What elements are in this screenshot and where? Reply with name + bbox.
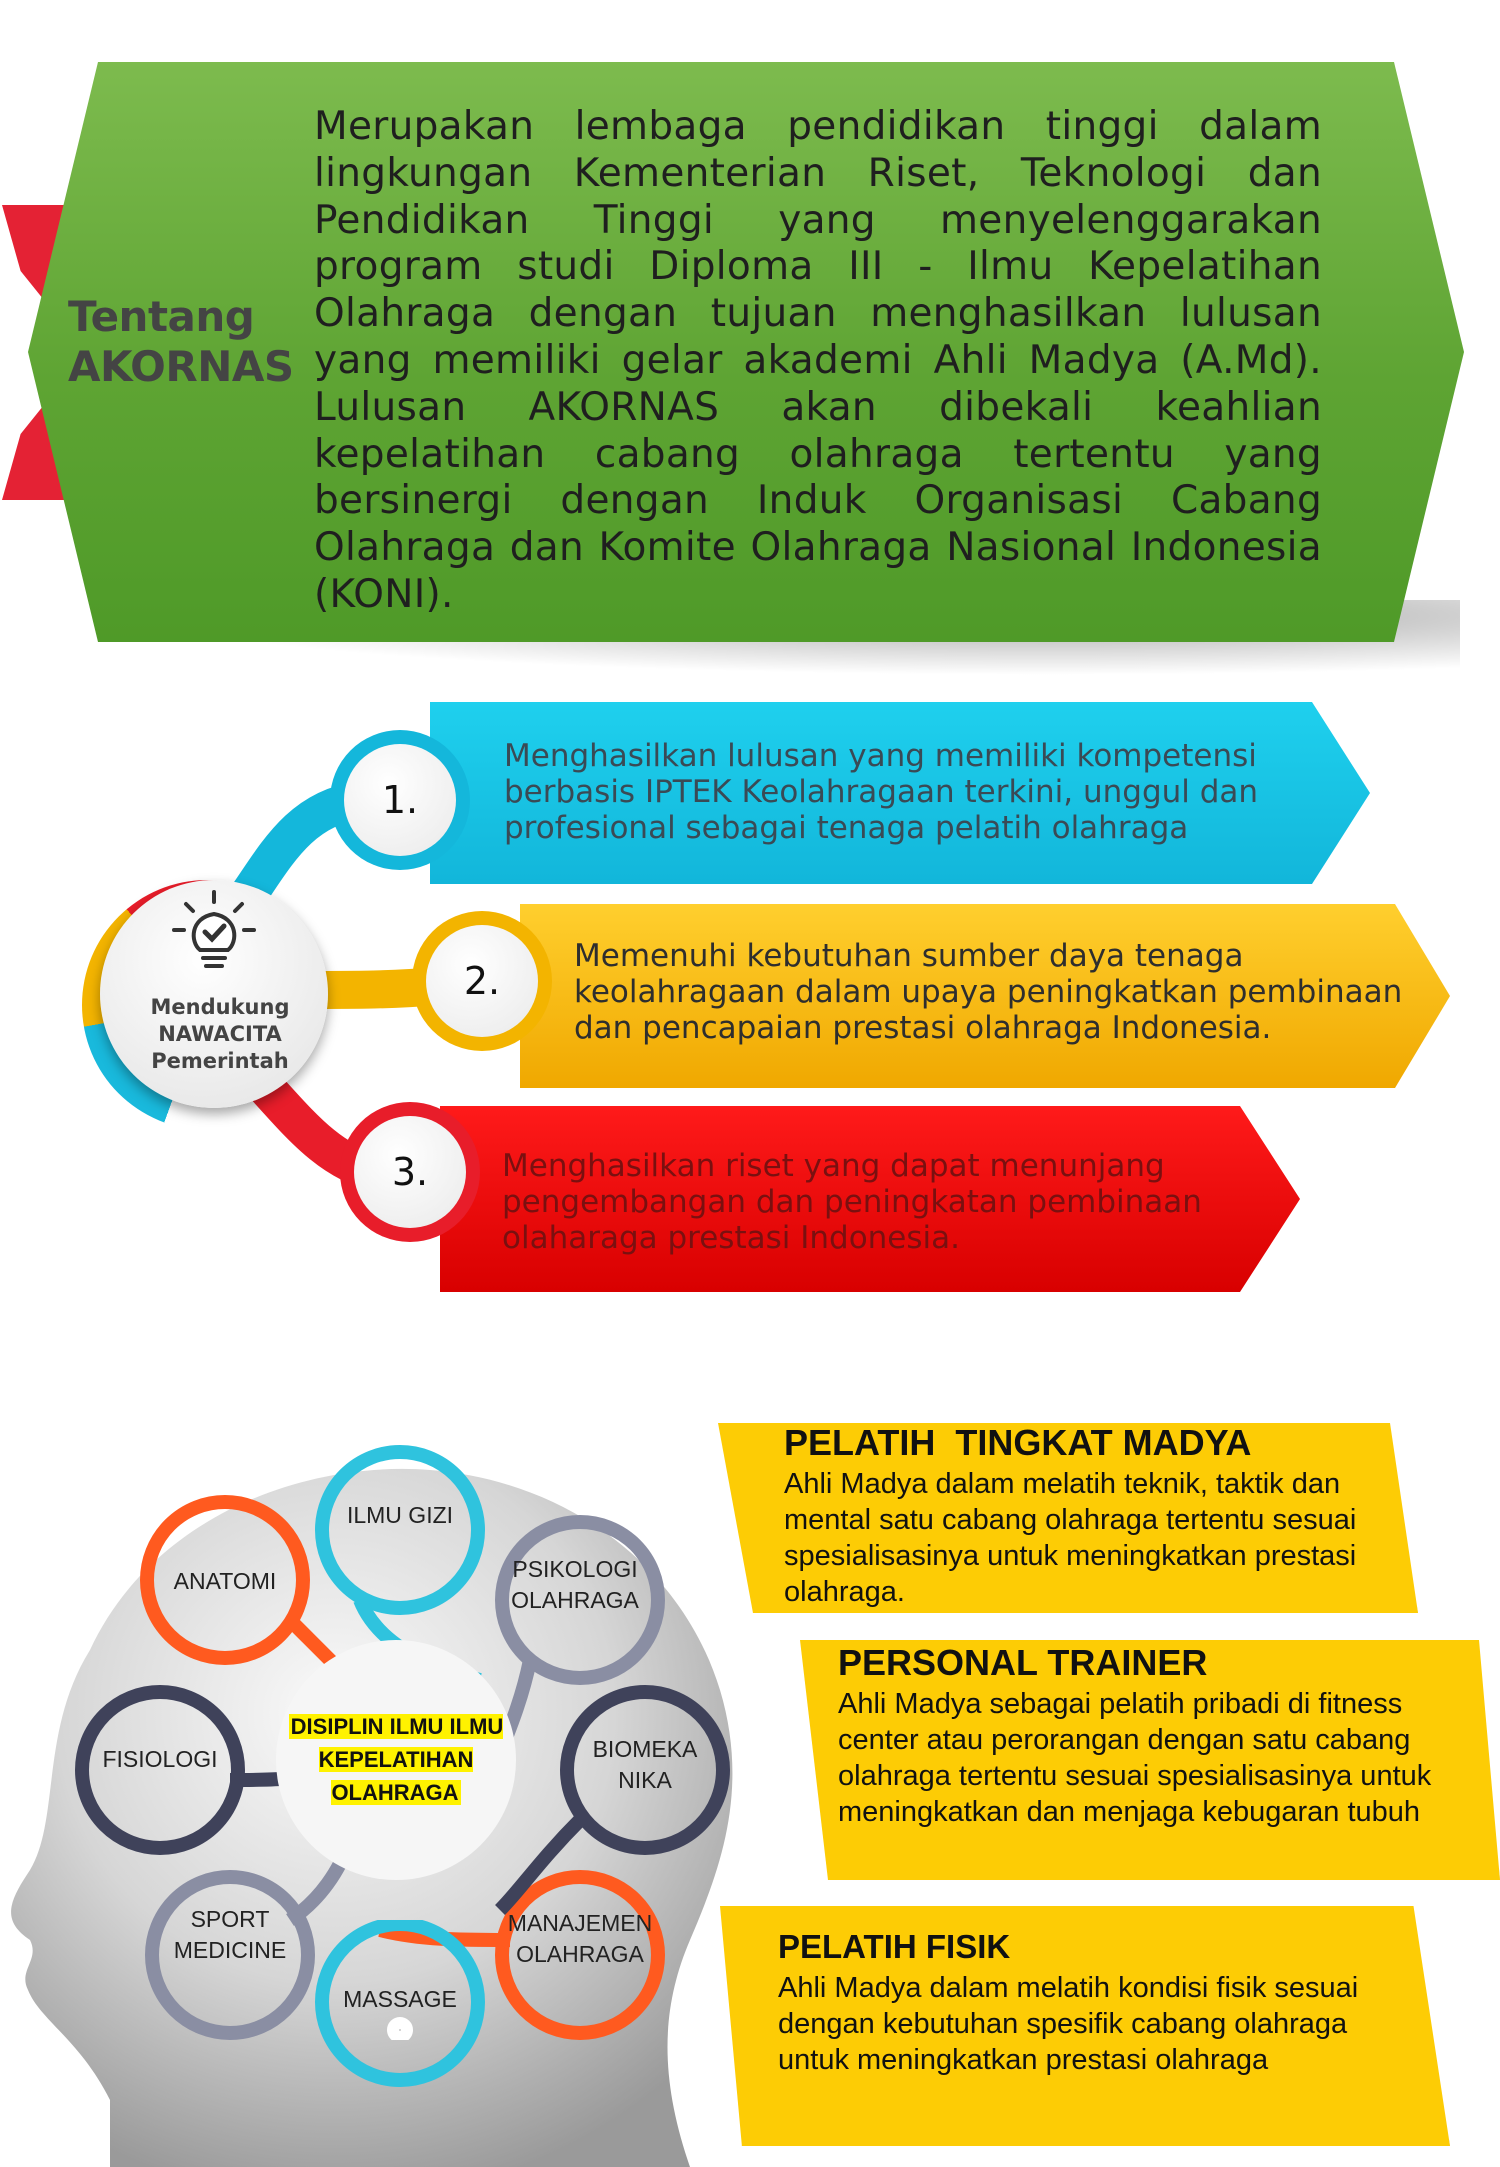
career-1-title: PELATIH TINGKAT MADYA <box>784 1422 1252 1463</box>
goal-2-banner <box>520 904 1450 1088</box>
career-3-description: Ahli Madya dalam melatih kondisi fisik s… <box>778 1972 1359 2076</box>
goal-1-banner <box>430 702 1370 884</box>
discipline-manajemen-olahraga: MANAJEMEN OLAHRAGA <box>507 1910 653 1967</box>
career-2-description: Ahli Madya sebagai pelatih pribadi di fi… <box>838 1688 1432 1828</box>
massage-loop <box>315 1920 485 2087</box>
discipline-fisiologi: FISIOLOGI <box>102 1746 218 1772</box>
discipline-sport-medicine: SPORT MEDICINE <box>173 1906 287 1963</box>
hub-label: Mendukung NAWACITA Pemerintah <box>150 995 290 1073</box>
discipline-massage: MASSAGE <box>343 1986 457 2012</box>
career-1-card <box>718 1423 1418 1613</box>
discipline-psikologi-olahraga: PSIKOLOGI OLAHRAGA <box>511 1556 639 1613</box>
lightbulb-check-icon <box>172 890 256 968</box>
center-label-text: DISIPLIN ILMU ILMU KEPELATIHAN OLAHRAGA <box>288 1714 504 1805</box>
goal-1-number: 1. <box>344 744 456 856</box>
career-2-card <box>800 1640 1500 1880</box>
about-title: Tentang AKORNAS <box>68 292 294 391</box>
goal-3-text: Menghasilkan riset yang dapat menunjang … <box>502 1148 1202 1256</box>
about-banner <box>28 62 1464 642</box>
goal-2-text: Memenuhi kebutuhan sumber daya tenaga ke… <box>574 938 1403 1046</box>
career-2-title: PERSONAL TRAINER <box>838 1642 1208 1683</box>
career-1-description: Ahli Madya dalam melatih teknik, taktik … <box>784 1468 1357 1608</box>
discipline-ilmu-gizi: ILMU GIZI <box>346 1502 454 1528</box>
about-description: Merupakan lembaga pendidikan tinggi dala… <box>314 104 1322 617</box>
discipline-loops <box>75 1445 730 2040</box>
career-3-title: PELATIH FISIK <box>778 1928 1011 1965</box>
goal-3-number: 3. <box>354 1116 466 1228</box>
goal-3-banner <box>440 1106 1300 1292</box>
discipline-biomekanika: BIOMEKA NIKA <box>592 1736 698 1793</box>
center-label: DISIPLIN ILMU ILMU KEPELATIHAN OLAHRAGA <box>280 1710 512 1809</box>
goal-2-number: 2. <box>426 925 538 1037</box>
discipline-anatomi: ANATOMI <box>173 1568 277 1594</box>
career-3-card <box>720 1906 1450 2146</box>
goal-1-text: Menghasilkan lulusan yang memiliki kompe… <box>504 738 1259 846</box>
